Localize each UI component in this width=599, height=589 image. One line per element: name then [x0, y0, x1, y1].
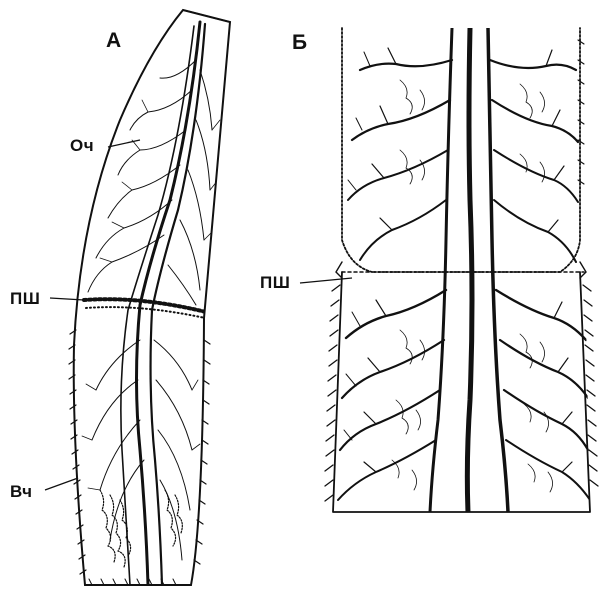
panel-b-lower-outline	[333, 272, 590, 512]
panel-b-letter: Б	[292, 32, 307, 53]
panel-b-leader-boundary	[300, 278, 352, 283]
panel-a-edge-hatching	[69, 330, 86, 574]
panel-b-label-boundary: ПШ	[260, 274, 290, 291]
panel-a-leader-boundary	[50, 298, 84, 300]
panel-b-specimen	[325, 28, 598, 512]
panel-a-label-boundary: ПШ	[10, 290, 40, 307]
panel-a-letter: А	[106, 30, 121, 51]
panel-a-leader-bottom	[45, 478, 78, 490]
panel-a-specimen	[69, 10, 230, 585]
panel-a-boundary-band	[84, 299, 206, 312]
panel-a-label-top: Оч	[70, 137, 94, 154]
panel-a-outline	[74, 10, 230, 585]
panel-b-central-vessel	[467, 28, 472, 512]
panel-a-label-bottom: Вч	[10, 483, 33, 500]
